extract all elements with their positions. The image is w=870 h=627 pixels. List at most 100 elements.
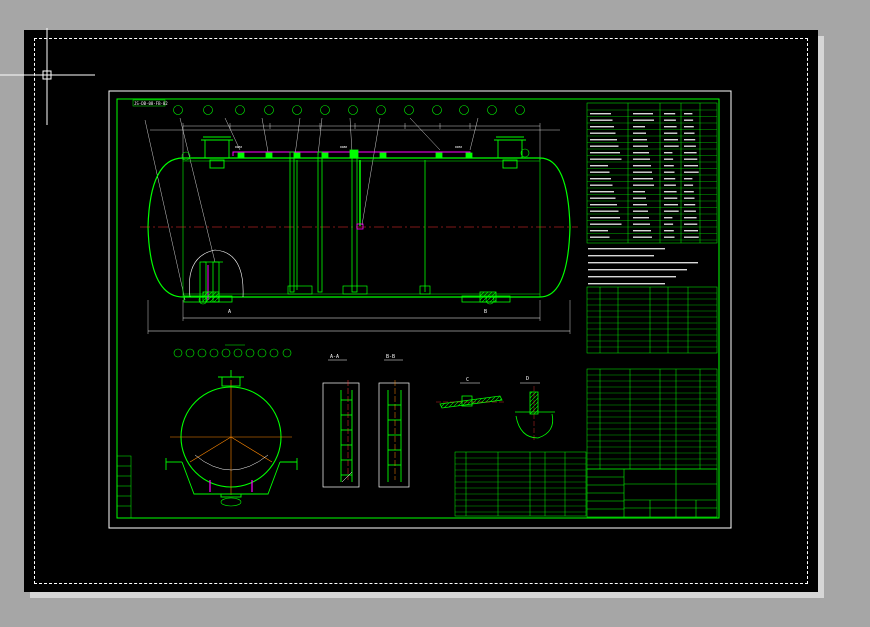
svg-text:DN50: DN50 <box>455 145 462 149</box>
section-b-b-outer <box>378 382 410 488</box>
cell-text-mark <box>664 139 678 141</box>
cell-text-mark <box>588 269 687 271</box>
cell-text-mark <box>664 191 677 193</box>
cell-text-mark <box>590 119 613 121</box>
cell-text-mark <box>684 139 696 141</box>
left-stamp-table <box>116 455 132 519</box>
cell-text-mark <box>633 217 649 219</box>
cell-text-mark <box>633 158 650 160</box>
section-b-b[interactable]: B-B <box>378 354 410 488</box>
cell-text-mark <box>664 171 675 173</box>
cell-text-mark <box>684 165 698 167</box>
cell-text-mark <box>664 178 676 180</box>
cell-text-mark <box>588 283 665 285</box>
header-code: JS-DB-08-FB-02 <box>132 99 168 107</box>
detail-c-title: C <box>466 377 469 383</box>
section-a-a[interactable]: A-A <box>322 354 360 488</box>
end-view-manhole <box>218 370 244 387</box>
detail-d[interactable]: D <box>515 376 555 440</box>
lower-parts-rows <box>455 457 586 513</box>
detail-d-nozzle <box>515 391 555 439</box>
cell-text-mark <box>633 230 651 232</box>
internal-pipes <box>289 151 426 293</box>
cell-text-mark <box>664 165 674 167</box>
right-manhole <box>494 136 526 169</box>
cell-text-mark <box>590 197 616 199</box>
cell-text-mark <box>684 158 698 160</box>
detail-c[interactable]: C <box>436 377 505 409</box>
cell-text-mark <box>633 145 648 147</box>
end-view-arc <box>194 454 269 471</box>
cell-text-mark <box>633 165 651 167</box>
cell-text-mark <box>664 184 676 186</box>
cell-text-mark <box>590 184 613 186</box>
cell-text-mark <box>664 217 673 219</box>
cell-text-mark <box>590 236 610 238</box>
right-saddle <box>461 291 511 303</box>
cell-text-mark <box>684 113 693 115</box>
cell-text-mark <box>664 119 676 121</box>
cell-text-mark <box>633 223 650 225</box>
section-b-b-title: B-B <box>386 354 395 360</box>
tank-shell <box>147 157 571 298</box>
cell-text-mark <box>684 119 694 121</box>
section-a-a-title: A-A <box>330 354 339 360</box>
cell-text-mark <box>684 178 693 180</box>
layout-print-border <box>34 38 808 584</box>
cell-text-mark <box>664 126 677 128</box>
cell-text-mark <box>590 210 619 212</box>
cell-text-mark <box>590 165 608 167</box>
cell-text-mark <box>633 126 645 128</box>
dip-pipe-tip <box>356 223 364 230</box>
nozzle-callouts <box>173 105 525 115</box>
nozzle-table[interactable] <box>586 286 718 354</box>
section-a-a-break <box>341 471 353 483</box>
left-saddle <box>183 291 233 303</box>
cell-text-mark <box>633 113 653 115</box>
crosshair-cursor-icon[interactable] <box>0 0 100 130</box>
cell-text-mark <box>664 223 674 225</box>
saddle-supports <box>287 285 431 295</box>
cell-text-mark <box>633 210 648 212</box>
cell-text-mark <box>684 191 694 193</box>
cell-text-mark <box>664 132 678 134</box>
spec-table[interactable] <box>586 102 718 244</box>
cell-text-mark <box>664 145 679 147</box>
cell-text-mark <box>664 113 676 115</box>
cell-text-mark <box>633 191 645 193</box>
inner-frame <box>116 98 720 519</box>
cell-text-mark <box>684 236 699 238</box>
lower-parts-table[interactable] <box>454 451 587 517</box>
cell-text-mark <box>684 210 696 212</box>
parts-table[interactable] <box>586 368 718 470</box>
cell-text-mark <box>590 158 622 160</box>
leader-lines <box>144 117 560 301</box>
cell-text-mark <box>590 113 611 115</box>
cell-text-mark <box>633 171 652 173</box>
cell-text-mark <box>664 236 675 238</box>
cell-text-mark <box>633 184 654 186</box>
cell-text-mark <box>590 171 610 173</box>
end-view-saddle <box>165 458 298 498</box>
top-dimension <box>182 123 541 160</box>
cell-text-mark <box>590 152 620 154</box>
cell-text-mark <box>633 119 654 121</box>
svg-text:JS-DB-08-FB-02: JS-DB-08-FB-02 <box>134 101 168 106</box>
left-manhole <box>201 136 233 169</box>
end-view[interactable] <box>165 344 298 507</box>
svg-text:DN50: DN50 <box>235 145 242 149</box>
cell-text-mark <box>588 276 676 278</box>
view-markers: A B <box>228 309 487 315</box>
title-block[interactable] <box>586 468 718 518</box>
cell-text-mark <box>633 139 647 141</box>
spec-table-rows <box>587 109 717 241</box>
cell-text-mark <box>684 184 694 186</box>
cell-text-mark <box>684 230 698 232</box>
cell-text-mark <box>684 217 697 219</box>
cell-text-mark <box>590 204 617 206</box>
cell-text-mark <box>684 145 696 147</box>
cell-text-mark <box>684 204 696 206</box>
cell-text-mark <box>684 152 697 154</box>
